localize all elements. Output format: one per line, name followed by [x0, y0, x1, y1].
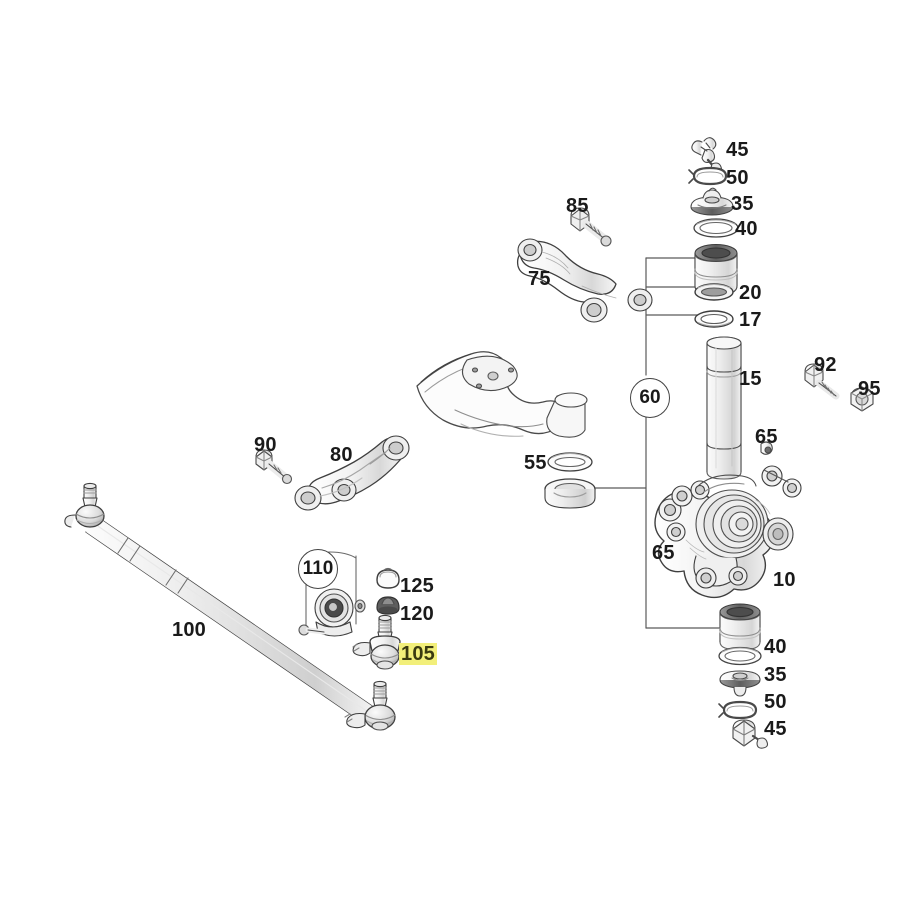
part-label-40-top[interactable]: 40 [735, 218, 758, 240]
part-label-100[interactable]: 100 [172, 619, 206, 641]
part-label-10[interactable]: 10 [773, 569, 796, 591]
part-label-17[interactable]: 17 [739, 309, 762, 331]
part-label-105-selected[interactable]: 105 [399, 643, 437, 665]
part-label-40-bottom[interactable]: 40 [764, 636, 787, 658]
part-label-95[interactable]: 95 [858, 378, 881, 400]
part-label-92[interactable]: 92 [814, 354, 837, 376]
part-label-55[interactable]: 55 [524, 452, 547, 474]
part-label-15[interactable]: 15 [739, 368, 762, 390]
part-label-35-bottom[interactable]: 35 [764, 664, 787, 686]
part-label-90[interactable]: 90 [254, 434, 277, 456]
part-label-50-bottom[interactable]: 50 [764, 691, 787, 713]
part-label-65-upper[interactable]: 65 [755, 426, 778, 448]
part-label-20[interactable]: 20 [739, 282, 762, 304]
part-label-120[interactable]: 120 [400, 603, 434, 625]
part-label-125[interactable]: 125 [400, 575, 434, 597]
callout-60[interactable]: 60 [630, 378, 670, 418]
part-label-75[interactable]: 75 [528, 268, 551, 290]
part-label-65-lower[interactable]: 65 [652, 542, 675, 564]
part-label-50-top[interactable]: 50 [726, 167, 749, 189]
part-label-85[interactable]: 85 [566, 195, 589, 217]
callout-110[interactable]: 110 [298, 549, 338, 589]
part-label-80[interactable]: 80 [330, 444, 353, 466]
part-label-35-top[interactable]: 35 [731, 193, 754, 215]
part-label-45-bottom[interactable]: 45 [764, 718, 787, 740]
part-label-45-top[interactable]: 45 [726, 139, 749, 161]
